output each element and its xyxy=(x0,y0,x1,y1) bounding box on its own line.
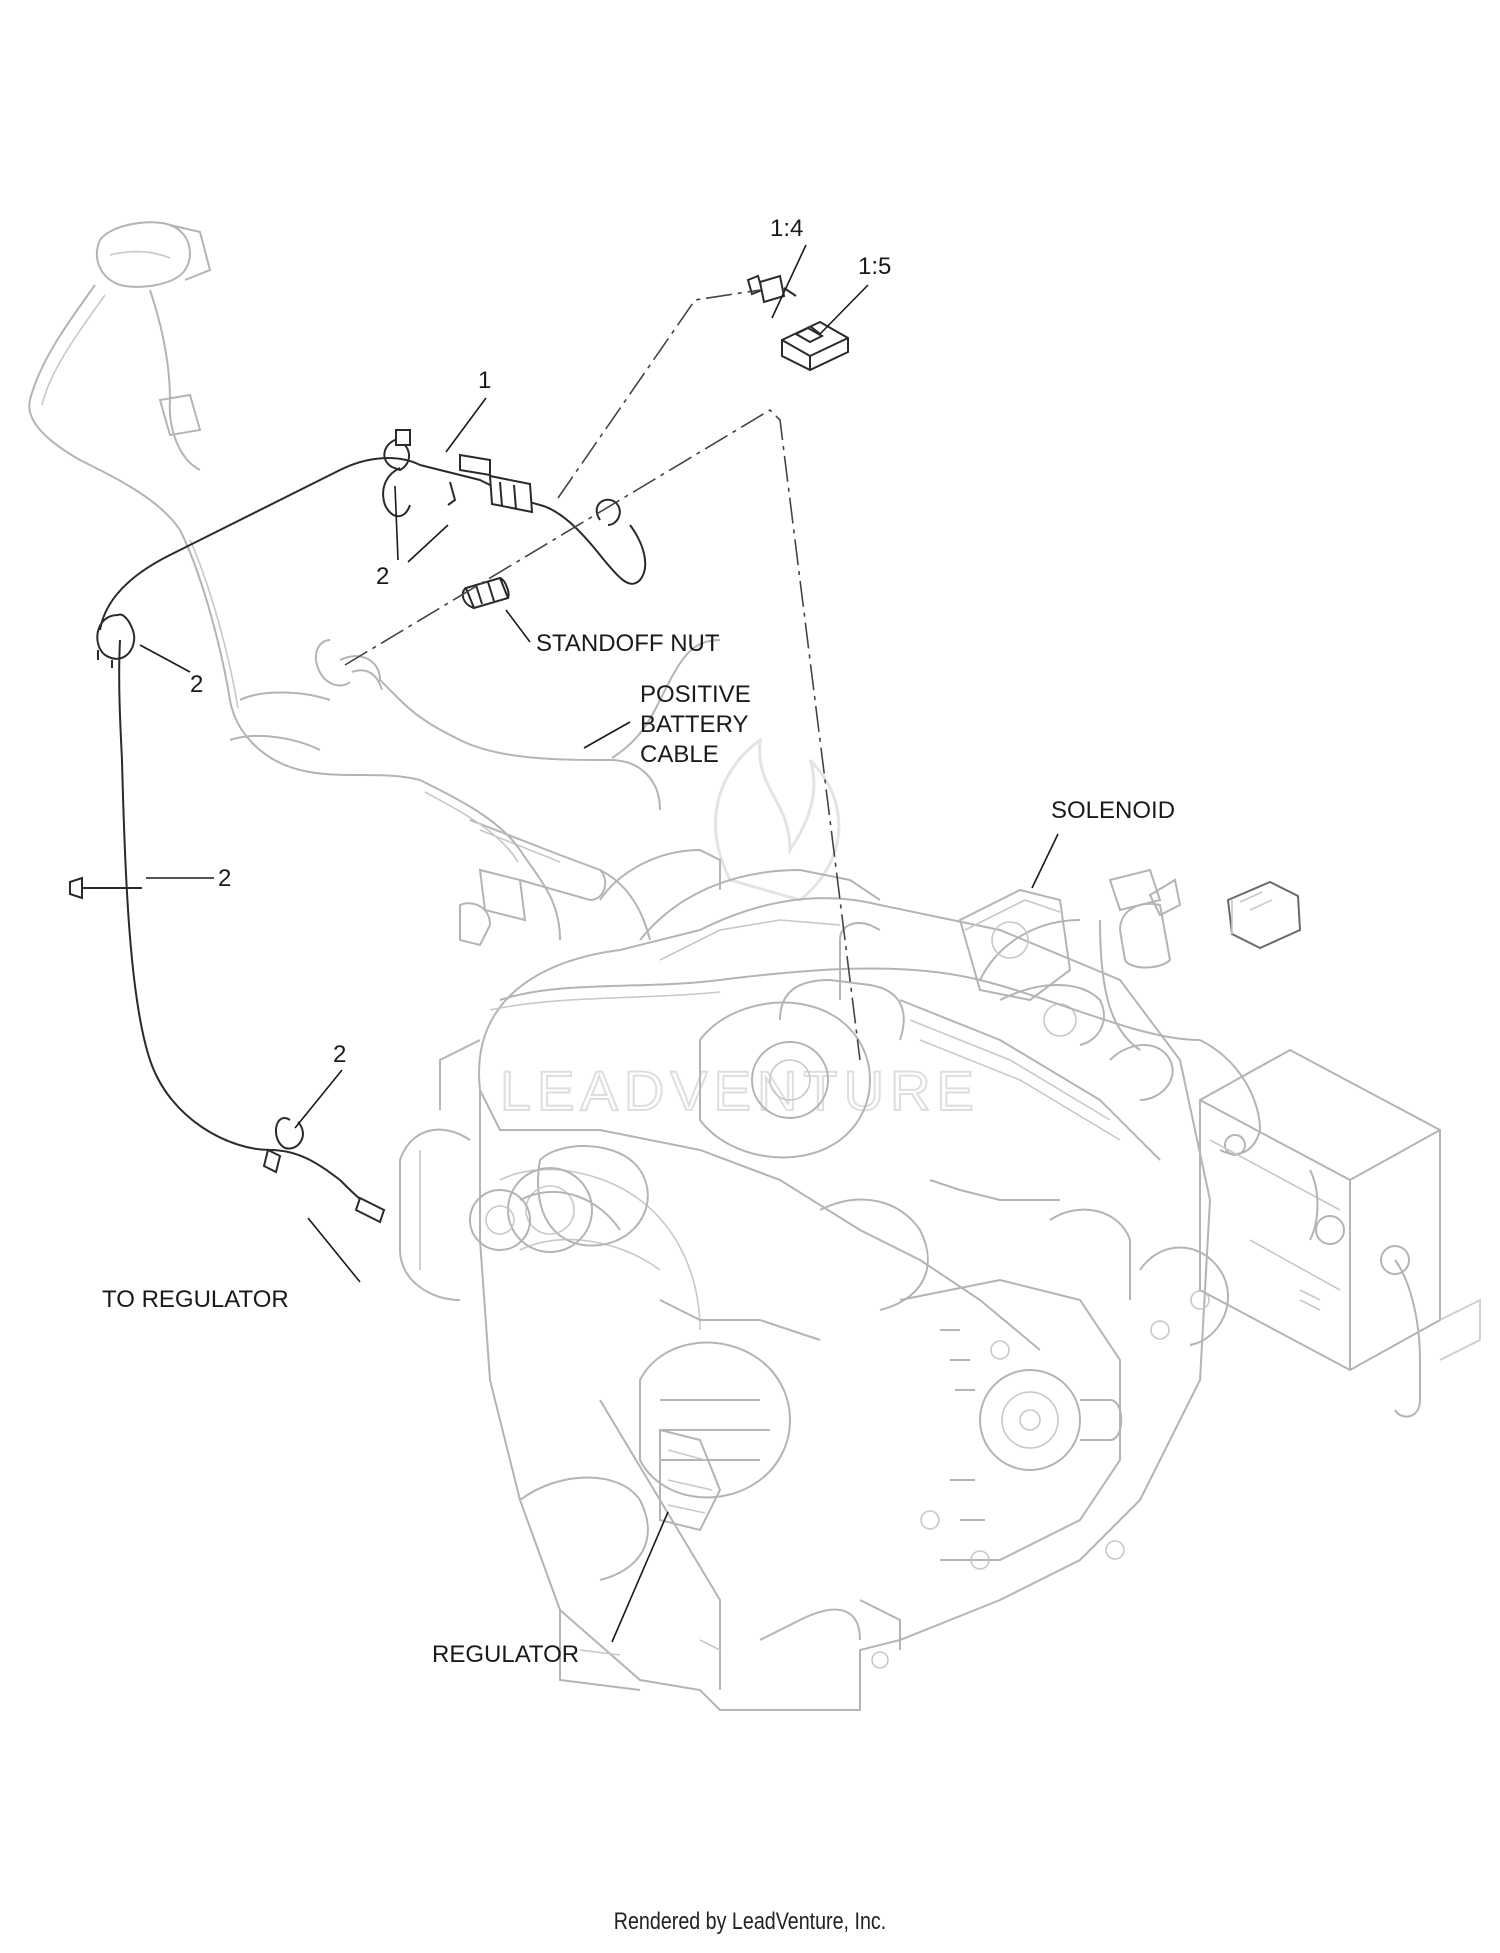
leadventure-watermark: LEADVENTURE xyxy=(499,736,980,1123)
leader-lines xyxy=(139,244,1059,1643)
callout-1-4: 1:4 xyxy=(770,215,803,242)
callout-standoff-nut: STANDOFF NUT xyxy=(536,630,720,657)
callout-solenoid: SOLENOID xyxy=(1051,797,1175,824)
parts-1-4-1-5 xyxy=(746,274,849,372)
callout-1-5: 1:5 xyxy=(858,253,891,280)
engine-outline xyxy=(399,848,1481,1711)
reference-lines xyxy=(344,289,861,1061)
callout-regulator: REGULATOR xyxy=(432,1641,579,1668)
callout-positive-line-3: CABLE xyxy=(640,741,719,768)
callout-2-loop: 2 xyxy=(190,671,203,698)
callout-positive-line-1: POSITIVE xyxy=(640,681,751,708)
callout-2-top: 2 xyxy=(376,563,389,590)
wire-harness-part-1 xyxy=(69,429,647,1224)
callout-to-regulator: TO REGULATOR xyxy=(102,1286,289,1313)
callout-positive-line-2: BATTERY xyxy=(640,711,748,738)
callout-1: 1 xyxy=(478,367,491,394)
callout-2-mid: 2 xyxy=(218,865,231,892)
render-credit: Rendered by LeadVenture, Inc. xyxy=(613,1908,887,1935)
callouts: 1:4 1:5 1 2 2 2 2 STANDOFF NUT POSITIVE … xyxy=(102,215,1175,1668)
watermark-text: LEADVENTURE xyxy=(500,1059,980,1122)
ignition-switch xyxy=(28,221,561,947)
callout-2-lower: 2 xyxy=(333,1041,346,1068)
